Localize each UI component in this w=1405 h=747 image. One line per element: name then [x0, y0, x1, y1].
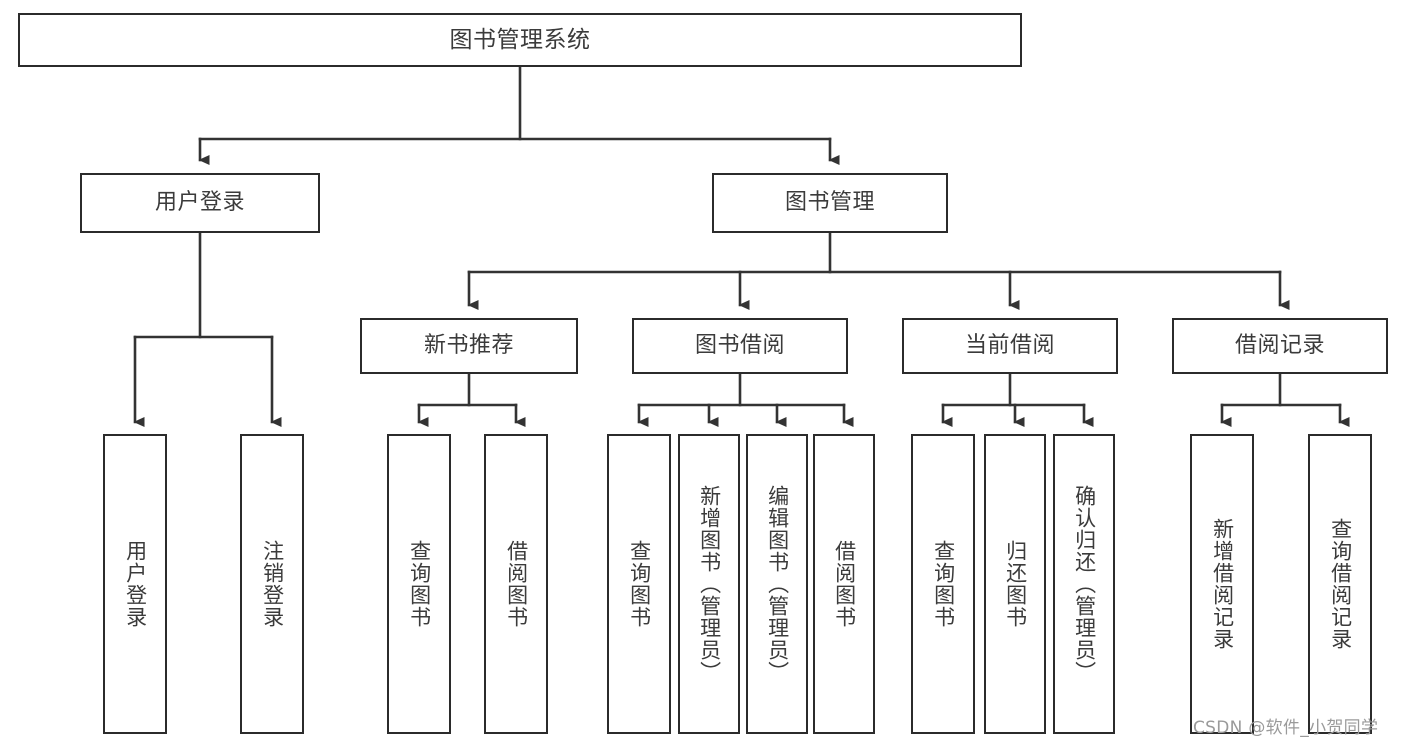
- node-label: 查询借阅记录: [1328, 518, 1353, 650]
- node-leaf-query-book-borrow[interactable]: 查询图书: [607, 434, 671, 734]
- node-leaf-confirm-return-admin[interactable]: 确认归还（管理员）: [1053, 434, 1115, 734]
- node-leaf-query-book-current[interactable]: 查询图书: [911, 434, 975, 734]
- node-label: 用户登录: [123, 540, 148, 628]
- node-label: 查询图书: [931, 540, 956, 628]
- node-label: 编辑图书（管理员）: [765, 485, 790, 683]
- node-label: 用户登录: [154, 190, 245, 216]
- node-leaf-borrow-book-new-book[interactable]: 借阅图书: [484, 434, 548, 734]
- node-leaf-user-login[interactable]: 用户登录: [103, 434, 167, 734]
- node-leaf-user-logout[interactable]: 注销登录: [240, 434, 304, 734]
- node-current-borrowing[interactable]: 当前借阅: [902, 318, 1118, 374]
- node-leaf-borrow-book[interactable]: 借阅图书: [813, 434, 875, 734]
- node-label: 注销登录: [260, 540, 285, 628]
- node-leaf-add-borrow-record[interactable]: 新增借阅记录: [1190, 434, 1254, 734]
- node-label: 借阅图书: [504, 540, 529, 628]
- node-leaf-add-book-admin[interactable]: 新增图书（管理员）: [678, 434, 740, 734]
- node-leaf-query-borrow-record[interactable]: 查询借阅记录: [1308, 434, 1372, 734]
- node-label: 图书管理系统: [449, 26, 591, 53]
- node-label: 归还图书: [1003, 540, 1028, 628]
- node-leaf-edit-book-admin[interactable]: 编辑图书（管理员）: [746, 434, 808, 734]
- node-book-borrowing[interactable]: 图书借阅: [632, 318, 848, 374]
- node-label: 确认归还（管理员）: [1072, 485, 1097, 683]
- node-book-management[interactable]: 图书管理: [712, 173, 948, 233]
- node-label: 图书管理: [784, 190, 875, 216]
- node-user-login[interactable]: 用户登录: [80, 173, 320, 233]
- node-label: 借阅记录: [1234, 333, 1325, 359]
- node-root-book-management-system[interactable]: 图书管理系统: [18, 13, 1022, 67]
- node-label: 新增借阅记录: [1210, 518, 1235, 650]
- node-label: 查询图书: [407, 540, 432, 628]
- node-label: 新增图书（管理员）: [697, 485, 722, 683]
- node-label: 借阅图书: [832, 540, 857, 628]
- node-leaf-return-book[interactable]: 归还图书: [984, 434, 1046, 734]
- node-borrowing-records[interactable]: 借阅记录: [1172, 318, 1388, 374]
- node-new-book-recommendation[interactable]: 新书推荐: [360, 318, 578, 374]
- node-label: 新书推荐: [423, 333, 514, 359]
- node-leaf-query-book-new-book[interactable]: 查询图书: [387, 434, 451, 734]
- node-label: 查询图书: [627, 540, 652, 628]
- node-label: 当前借阅: [964, 333, 1055, 359]
- node-label: 图书借阅: [694, 333, 785, 359]
